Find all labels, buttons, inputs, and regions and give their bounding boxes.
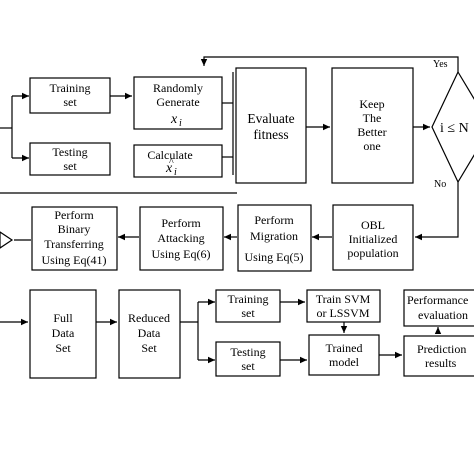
left-exit-shape — [0, 231, 14, 249]
migration-line1: Perform — [254, 213, 294, 227]
training-set-box: Training set — [29, 77, 111, 114]
binary-box: Perform Binary Transferring Using Eq(41) — [31, 206, 118, 271]
full-data-line3: Set — [55, 341, 71, 355]
testing-set-2-line1: Testing — [230, 345, 265, 359]
trained-model-line1: Trained — [326, 341, 363, 355]
performance-line2: evaluation — [418, 308, 468, 322]
generate-xi-symbol: x — [170, 112, 178, 127]
binary-line1: Perform — [54, 208, 94, 222]
reduced-data-line2: Data — [138, 326, 161, 340]
generate-line2: Generate — [156, 95, 199, 109]
prediction-line2: results — [425, 356, 457, 370]
training-set-2-line2: set — [241, 306, 255, 320]
obl-line2: Initialized — [349, 232, 398, 246]
migration-box: Perform Migration Using Eq(5) — [237, 204, 312, 272]
training-set-2-line1: Training — [228, 292, 269, 306]
testing-set-line1: Testing — [52, 145, 87, 159]
connectors — [0, 56, 459, 364]
obl-line3: population — [347, 246, 398, 260]
condition-label: i ≤ N — [440, 121, 469, 136]
training-set-2-box: Training set — [215, 289, 281, 323]
randomly-generate-box: Randomly Generate x i — [133, 76, 223, 130]
generate-line1: Randomly — [153, 81, 203, 95]
train-svm-box: Train SVM or LSSVM — [306, 289, 381, 323]
performance-line1: Performance — [407, 293, 468, 307]
generate-xi-subscript: i — [179, 118, 182, 129]
binary-line3: Transferring — [44, 237, 104, 251]
evaluate-fitness-box: Evaluate fitness — [235, 67, 307, 184]
trained-model-line2: model — [329, 355, 360, 369]
trained-model-box: Trained model — [308, 334, 380, 376]
evaluate-line1: Evaluate — [247, 111, 294, 126]
testing-set-2-line2: set — [241, 359, 255, 373]
full-data-line2: Data — [52, 326, 75, 340]
prediction-box: Prediction results — [403, 335, 474, 377]
training-set-line1: Training — [50, 81, 91, 95]
keep-line4: one — [363, 139, 380, 153]
migration-line2: Migration — [250, 229, 298, 243]
keep-line1: Keep — [359, 97, 384, 111]
binary-line4: Using Eq(41) — [42, 253, 107, 267]
testing-set-line2: set — [63, 159, 77, 173]
calculate-x-symbol: x — [165, 161, 173, 176]
attacking-line1: Perform — [161, 216, 201, 230]
no-branch — [415, 182, 459, 241]
full-data-box: Full Data Set — [29, 289, 97, 379]
keep-line3: Better — [357, 125, 386, 139]
testing-set-box: Testing set — [29, 142, 111, 176]
obl-box: OBL Initialized population — [332, 204, 414, 271]
evaluate-line2: fitness — [253, 127, 288, 142]
yes-loop — [200, 56, 459, 72]
obl-line1: OBL — [361, 218, 385, 232]
reduced-data-box: Reduced Data Set — [118, 289, 181, 379]
full-data-line1: Full — [53, 311, 73, 325]
calculate-label: Calculate — [147, 148, 192, 162]
train-svm-line2: or LSSVM — [316, 306, 369, 320]
calculate-box: Calculate ^ x i — [133, 144, 223, 178]
training-set-line2: set — [63, 95, 77, 109]
attacking-box: Perform Attacking Using Eq(6) — [139, 206, 224, 271]
binary-line2: Binary — [58, 222, 91, 236]
reduced-data-line3: Set — [141, 341, 157, 355]
keep-line2: The — [363, 111, 382, 125]
testing-set-2-box: Testing set — [215, 341, 281, 377]
keep-better-box: Keep The Better one — [331, 67, 414, 184]
attacking-line3: Using Eq(6) — [152, 247, 211, 261]
reduced-data-line1: Reduced — [128, 311, 170, 325]
no-label: No — [434, 179, 446, 190]
performance-box: Performance evaluation — [403, 289, 474, 327]
migration-line3: Using Eq(5) — [245, 250, 304, 264]
train-svm-line1: Train SVM — [316, 292, 371, 306]
calculate-x-subscript: i — [174, 167, 177, 178]
prediction-line1: Prediction — [417, 342, 466, 356]
condition-diamond: i ≤ N — [431, 70, 474, 184]
yes-label: Yes — [433, 59, 448, 70]
attacking-line2: Attacking — [157, 231, 204, 245]
calculate-hat: ^ — [169, 157, 174, 168]
